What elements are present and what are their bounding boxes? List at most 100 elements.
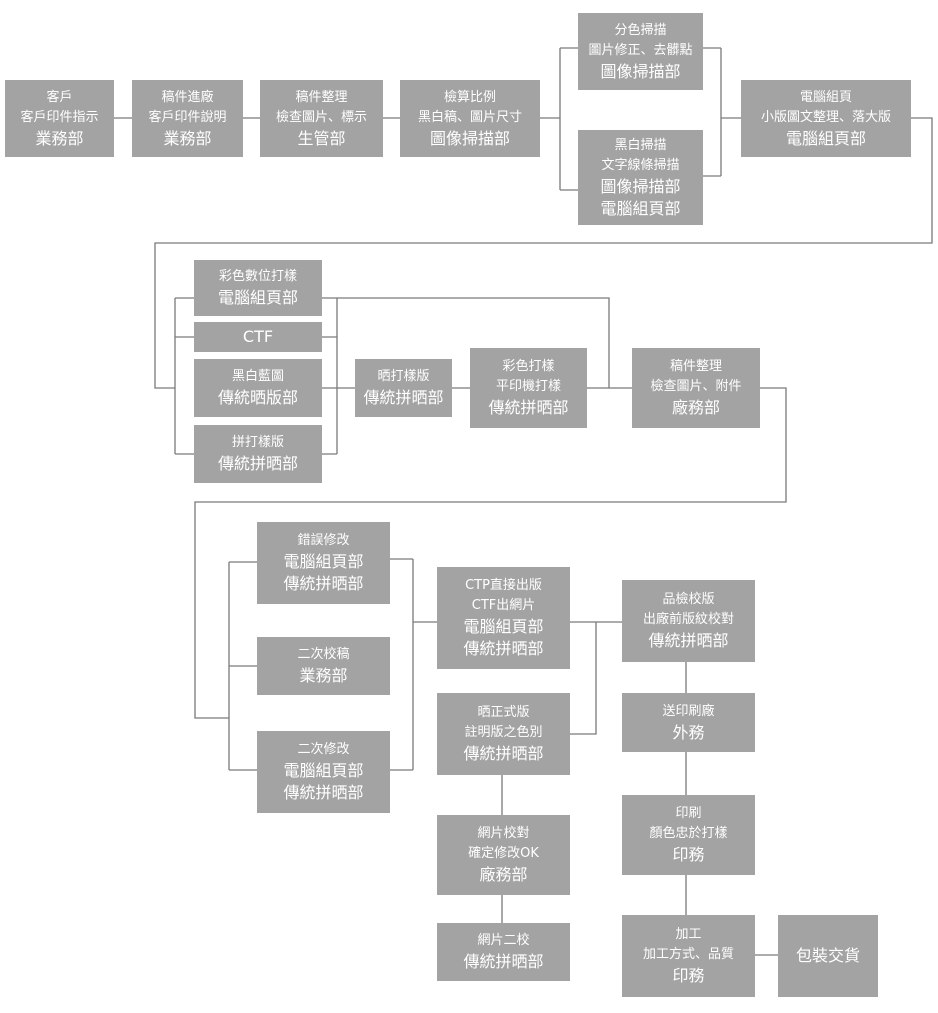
node-packaging: 包裝交貨 (778, 915, 878, 997)
node-dept: 圖像掃描部 (429, 128, 510, 148)
node-title: 黑白藍圖 (231, 369, 284, 384)
node-title: 晒正式版 (477, 705, 530, 720)
node-dept: 外務 (672, 722, 705, 742)
node-title: 二次修改 (297, 742, 350, 757)
node-title: 彩色數位打樣 (218, 269, 297, 284)
node-manuscript-intake: 稿件進廠 客戶印件說明 業務部 (132, 80, 243, 157)
node-color-scan: 分色掃描 圖片修正、去髒點 圖像掃描部 (578, 13, 703, 90)
node-desc: 檢查圖片、標示 (275, 109, 367, 125)
node-dept: 傳統拼晒部 (283, 783, 364, 802)
node-desc: 檢查圖片、附件 (650, 379, 742, 394)
node-title: 檢算比例 (443, 89, 496, 105)
node-title: 錯誤修改 (297, 533, 350, 548)
node-dept: 傳統拼晒部 (217, 454, 298, 473)
node-color-digital-proof: 彩色數位打樣 電腦組頁部 (194, 260, 322, 316)
connector (174, 297, 194, 455)
node-desc: 出廠前版紋校對 (642, 612, 734, 627)
node-manuscript-review: 稿件整理 檢查圖片、附件 廠務部 (632, 348, 760, 428)
node-dept: 電腦組頁部 (283, 552, 364, 571)
node-desc: CTF出網片 (471, 598, 536, 613)
connector (703, 47, 741, 177)
node-title: CTF (242, 327, 274, 346)
node-error-fix: 錯誤修改 電腦組頁部 傳統拼晒部 (257, 522, 390, 604)
node-title: 送印刷廠 (662, 703, 715, 719)
node-dept: 業務部 (35, 128, 84, 148)
node-title: 彩色打樣 (502, 359, 555, 374)
node-dept: 傳統拼晒部 (283, 574, 364, 593)
node-desc: 客戶印件指示 (20, 109, 99, 125)
node-dept: 傳統拼晒部 (463, 744, 544, 763)
node-dept: 傳統拼晒部 (363, 388, 444, 407)
node-ctf: CTF (194, 322, 322, 352)
node-film-second: 網片二校 傳統拼晒部 (437, 923, 570, 981)
node-title: 拼打樣版 (231, 435, 284, 450)
node-formal-plate: 晒正式版 註明版之色別 傳統拼晒部 (437, 693, 570, 775)
node-title: 黑白掃描 (614, 137, 667, 153)
node-dept: 圖像掃描部 (600, 61, 681, 81)
node-desc: 文字線條掃描 (601, 157, 680, 173)
connector (228, 561, 257, 771)
connector (337, 297, 610, 388)
node-send-printer: 送印刷廠 外務 (622, 693, 755, 752)
connector (194, 387, 787, 719)
node-desc: 顏色忠於打樣 (649, 826, 728, 841)
node-second-fix: 二次修改 電腦組頁部 傳統拼晒部 (257, 731, 390, 813)
node-dept: 傳統拼晒部 (488, 398, 569, 417)
node-title: 網片二校 (477, 933, 530, 948)
node-desc: 加工方式、品質 (642, 947, 734, 962)
node-manuscript-sort: 稿件整理 檢查圖片、標示 生管部 (260, 80, 383, 157)
connector (322, 297, 338, 455)
node-film-check: 網片校對 確定修改OK 廠務部 (437, 815, 570, 895)
node-title: 印刷 (675, 806, 702, 821)
node-dept: 電腦組頁部 (463, 617, 544, 636)
node-dept: 圖像掃描部 (600, 176, 681, 196)
node-dept: 印務 (672, 845, 705, 864)
node-second-proofread: 二次校稿 業務部 (257, 637, 390, 695)
node-dept: 傳統拼晒部 (648, 631, 729, 650)
node-desc: 確定修改OK (468, 846, 539, 861)
node-dept: 廠務部 (479, 865, 528, 884)
node-title: 晒打樣版 (377, 369, 430, 384)
node-title: 加工 (675, 927, 702, 942)
node-desc: 圖片修正、去髒點 (588, 42, 693, 58)
node-title: 稿件整理 (295, 89, 348, 105)
node-quality-check: 品檢校版 出廠前版紋校對 傳統拼晒部 (622, 580, 755, 662)
node-desc: 小版圖文整理、落大版 (760, 109, 891, 125)
node-dept: 電腦組頁部 (785, 128, 866, 148)
node-dept: 廠務部 (671, 398, 720, 417)
node-computer-layout: 電腦組頁 小版圖文整理、落大版 電腦組頁部 (741, 80, 911, 157)
connector (154, 117, 933, 389)
connector (540, 47, 578, 191)
node-imposition-proof: 拼打樣版 傳統拼晒部 (194, 425, 322, 483)
node-title: 電腦組頁 (799, 89, 852, 105)
node-title: 包裝交貨 (795, 946, 860, 965)
node-desc: 客戶印件說明 (148, 109, 227, 125)
node-title: 稿件整理 (669, 359, 722, 374)
node-dept: 傳統拼晒部 (463, 639, 544, 658)
node-expose-proof-plate: 晒打樣版 傳統拼晒部 (355, 359, 452, 417)
node-title: 網片校對 (477, 826, 530, 841)
node-dept: 業務部 (163, 128, 212, 148)
node-dept: 電腦組頁部 (283, 761, 364, 780)
connector (390, 558, 437, 771)
node-dept: 生管部 (297, 128, 346, 148)
node-color-proof: 彩色打樣 平印機打樣 傳統拼晒部 (470, 348, 587, 428)
node-ctp-output: CTP直接出版 CTF出網片 電腦組頁部 傳統拼晒部 (437, 567, 570, 669)
node-title: CTP直接出版 (465, 578, 542, 593)
node-scale-calc: 檢算比例 黑白稿、圖片尺寸 圖像掃描部 (400, 80, 540, 157)
node-finishing: 加工 加工方式、品質 印務 (622, 915, 755, 997)
connector (570, 622, 597, 735)
node-dept: 傳統拼晒部 (463, 952, 544, 971)
node-dept: 業務部 (299, 666, 348, 685)
node-bw-scan: 黑白掃描 文字線條掃描 圖像掃描部 電腦組頁部 (578, 130, 703, 225)
node-desc: 平印機打樣 (495, 379, 561, 394)
node-bw-blueprint: 黑白藍圖 傳統晒版部 (194, 359, 322, 417)
node-desc: 黑白稿、圖片尺寸 (417, 109, 522, 125)
node-printing: 印刷 顏色忠於打樣 印務 (622, 795, 755, 875)
node-title: 稿件進廠 (161, 89, 214, 105)
node-dept: 印務 (672, 966, 705, 985)
node-customer: 客戶 客戶印件指示 業務部 (5, 80, 114, 157)
node-dept: 傳統晒版部 (217, 388, 298, 407)
node-desc: 註明版之色別 (464, 725, 543, 740)
